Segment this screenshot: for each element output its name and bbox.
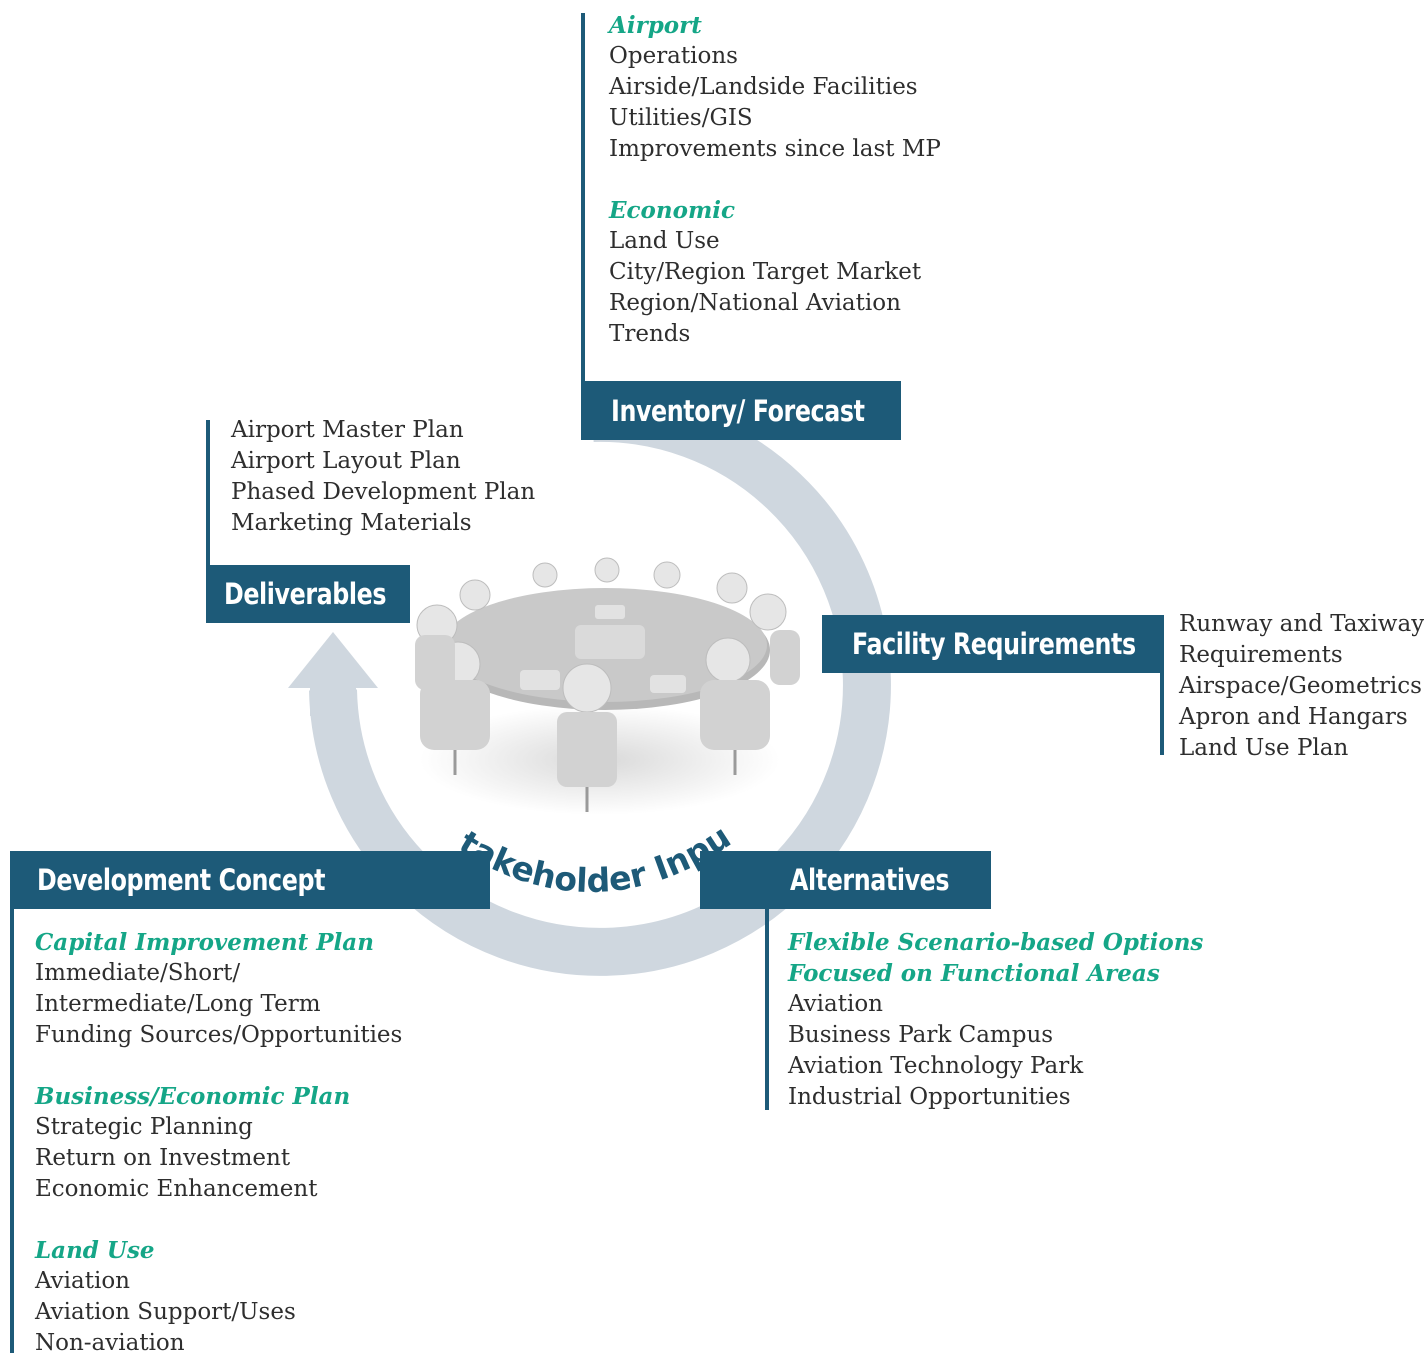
inventory-heading-airport: Airport <box>609 12 702 39</box>
development-connector-line <box>10 851 14 1353</box>
alternatives-heading-1: Flexible Scenario-based Options <box>788 929 1204 956</box>
inventory-item: Land Use <box>609 228 720 254</box>
inventory-item: Operations <box>609 43 738 69</box>
inventory-item: Improvements since last MP <box>609 136 941 162</box>
inventory-item: Trends <box>609 321 691 347</box>
development-item: Intermediate/Long Term <box>35 991 321 1017</box>
development-concept-box: Development Concept <box>10 851 490 909</box>
alternatives-item: Industrial Opportunities <box>788 1084 1071 1110</box>
development-item: Aviation <box>35 1268 130 1294</box>
alternatives-heading-2: Focused on Functional Areas <box>788 960 1160 987</box>
facility-item: Apron and Hangars <box>1179 704 1408 730</box>
meeting-table-illustration <box>415 557 800 815</box>
facility-requirements-box: Facility Requirements <box>822 615 1164 673</box>
development-item: Non-aviation <box>35 1330 185 1356</box>
development-concept-label: Development Concept <box>37 863 326 897</box>
deliverables-item: Marketing Materials <box>231 510 472 536</box>
inventory-forecast-box: Inventory/ Forecast <box>581 381 901 440</box>
development-heading-cip: Capital Improvement Plan <box>35 929 374 956</box>
inventory-item: City/Region Target Market <box>609 259 922 285</box>
facility-connector-line <box>1160 615 1164 755</box>
development-item: Strategic Planning <box>35 1114 253 1140</box>
development-text: Capital Improvement Plan Immediate/Short… <box>35 927 402 1359</box>
deliverables-item: Phased Development Plan <box>231 479 536 505</box>
deliverables-box: Deliverables <box>206 565 410 623</box>
deliverables-item: Airport Layout Plan <box>231 448 461 474</box>
inventory-item: Region/National Aviation <box>609 290 901 316</box>
development-item: Funding Sources/Opportunities <box>35 1022 403 1048</box>
development-item: Immediate/Short/ <box>35 960 241 986</box>
alternatives-item: Aviation Technology Park <box>788 1053 1084 1079</box>
development-heading-landuse: Land Use <box>35 1237 155 1264</box>
inventory-heading-economic: Economic <box>609 197 736 224</box>
inventory-item: Utilities/GIS <box>609 105 753 131</box>
deliverables-connector-line <box>206 420 210 620</box>
inventory-item: Airside/Landside Facilities <box>609 74 918 100</box>
deliverables-label: Deliverables <box>224 577 387 611</box>
facility-item: Requirements <box>1179 642 1343 668</box>
alternatives-item: Aviation <box>788 991 883 1017</box>
facility-item: Airspace/Geometrics <box>1179 673 1422 699</box>
development-item: Economic Enhancement <box>35 1176 318 1202</box>
inventory-text: Airport Operations Airside/Landside Faci… <box>609 10 941 350</box>
facility-item: Runway and Taxiway <box>1179 611 1424 637</box>
development-item: Return on Investment <box>35 1145 291 1171</box>
development-heading-business: Business/Economic Plan <box>35 1083 351 1110</box>
alternatives-box: Alternatives <box>700 851 991 909</box>
alternatives-label: Alternatives <box>790 863 950 897</box>
alternatives-item: Business Park Campus <box>788 1022 1054 1048</box>
deliverables-text: Airport Master Plan Airport Layout Plan … <box>231 415 535 539</box>
alternatives-connector-line <box>765 851 769 1110</box>
inventory-connector-line <box>581 13 585 438</box>
facility-item: Land Use Plan <box>1179 735 1349 761</box>
development-item: Aviation Support/Uses <box>35 1299 296 1325</box>
alternatives-text: Flexible Scenario-based Options Focused … <box>788 927 1203 1113</box>
cycle-arrow-head <box>288 632 378 688</box>
facility-text: Runway and Taxiway Requirements Airspace… <box>1179 609 1424 764</box>
deliverables-item: Airport Master Plan <box>231 417 464 443</box>
facility-requirements-label: Facility Requirements <box>852 627 1136 661</box>
inventory-forecast-label: Inventory/ Forecast <box>611 393 865 428</box>
